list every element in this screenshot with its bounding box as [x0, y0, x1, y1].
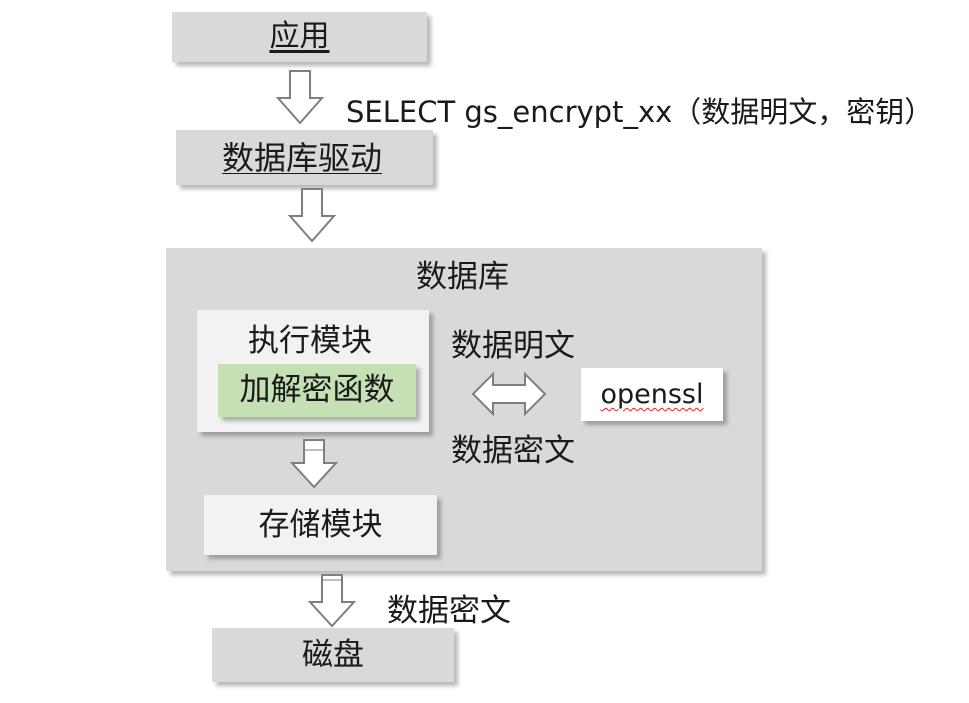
openssl-label: openssl [600, 379, 704, 410]
disk-box: 磁盘 [212, 628, 454, 682]
openssl-box: openssl [581, 368, 723, 421]
disk-label: 磁盘 [302, 636, 364, 673]
storage-module-label: 存储模块 [258, 506, 383, 543]
sql-call-label: SELECT gs_encrypt_xx（数据明文，密钥） [346, 95, 934, 129]
storage-module-box: 存储模块 [204, 495, 437, 555]
down-arrow-icon [287, 188, 337, 243]
crypto-function-label: 加解密函数 [239, 372, 395, 408]
bidirectional-arrow-icon [471, 371, 547, 417]
disk-ciphertext-label: 数据密文 [387, 593, 511, 629]
plaintext-label: 数据明文 [451, 328, 575, 364]
down-arrow-icon [307, 574, 357, 628]
app-box: 应用 [172, 12, 427, 62]
crypto-function-box: 加解密函数 [218, 364, 416, 417]
down-arrow-icon [289, 439, 339, 489]
database-title: 数据库 [416, 259, 509, 295]
driver-label: 数据库驱动 [222, 138, 383, 177]
ciphertext-label: 数据密文 [451, 433, 575, 469]
down-arrow-icon [275, 70, 325, 125]
app-label: 应用 [269, 19, 330, 54]
exec-module-label: 执行模块 [248, 323, 372, 359]
driver-box: 数据库驱动 [176, 130, 433, 185]
